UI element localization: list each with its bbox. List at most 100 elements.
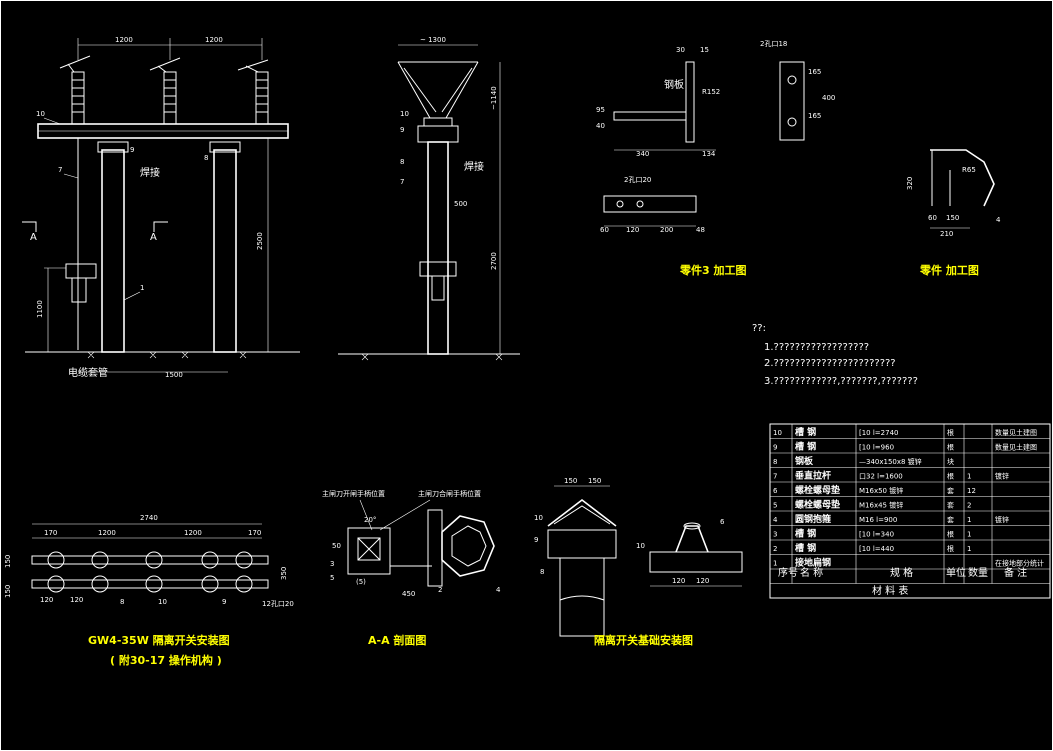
- aa-label-5: 5: [330, 574, 334, 582]
- material-cell-unit: 根: [947, 530, 954, 539]
- material-cell-name: 钢板: [795, 455, 814, 467]
- p3-steel-plate-label: 钢板: [664, 78, 684, 91]
- dim-1200-b: 1200: [205, 36, 223, 44]
- side-label-7: 7: [400, 178, 404, 186]
- mounting-bolt-circle: [201, 551, 219, 569]
- note-3: 3.????????????,???????,???????: [764, 376, 918, 387]
- material-cell-no: 1: [773, 560, 777, 568]
- section-mark-a-right: A: [150, 232, 157, 243]
- material-cell-unit: 套: [947, 515, 954, 524]
- weld-note-front: 焊接: [140, 166, 160, 179]
- dim-1300: ~ 1300: [420, 36, 446, 44]
- material-cell-unit: 套: [947, 501, 954, 510]
- mounting-bolt-circle: [201, 575, 219, 593]
- material-cell-qty: 1: [967, 545, 971, 553]
- dim-1500: 1500: [165, 371, 183, 379]
- hdr-remark: 备 注: [1004, 566, 1027, 579]
- materials-title: 材 料 表: [872, 584, 908, 597]
- ip-label-holes: 12孔口20: [262, 600, 294, 608]
- notes-block: ??: 1.?????????????????? 2.?????????????…: [752, 323, 918, 387]
- p3-dim-200: 200: [660, 226, 673, 234]
- side-view: ~ 1300 ~1140 2700 500 10 9 8 7 焊接: [338, 36, 520, 361]
- p3-dim-165a: 165: [808, 68, 821, 76]
- label-10: 10: [36, 110, 45, 118]
- dim-1100: 1100: [36, 300, 44, 318]
- bd-label-6: 6: [720, 518, 725, 526]
- p3-dim-15: 15: [700, 46, 709, 54]
- ip-dim-170b: 170: [248, 529, 261, 537]
- mounting-bolt-circle: [235, 551, 253, 569]
- material-cell-no: 3: [773, 531, 777, 539]
- base-detail: 150 150 10 9 8 10 6 120 120 隔离开关基础安装图: [534, 477, 743, 647]
- bd-label-8: 8: [540, 568, 544, 576]
- mounting-bolt-circle: [235, 575, 253, 593]
- p3-dim-60: 60: [600, 226, 609, 234]
- ip-dim-150b: 150: [4, 585, 12, 598]
- bd-label-10b: 10: [636, 542, 645, 550]
- bd-label-10: 10: [534, 514, 543, 522]
- mounting-bolt-circle: [47, 575, 65, 593]
- p3-dim-40: 40: [596, 122, 605, 130]
- p3-dim-165b: 165: [808, 112, 821, 120]
- material-cell-spec: [10 l=2740: [859, 429, 899, 437]
- material-cell-spec: 口32 l=1600: [859, 473, 903, 481]
- note-1: 1.??????????????????: [764, 342, 869, 353]
- material-cell-no: 5: [773, 502, 777, 510]
- dim-500: 500: [454, 200, 467, 208]
- hdr-no: 序号: [778, 566, 798, 579]
- section-mark-a-left: A: [30, 232, 37, 243]
- p4-dim-r65: R65: [962, 166, 976, 174]
- side-label-10: 10: [400, 110, 409, 118]
- material-cell-spec: [10 l=440: [859, 545, 894, 553]
- p3-dim-30: 30: [676, 46, 685, 54]
- material-cell-spec: [10 l=340: [859, 531, 894, 539]
- install-plan: 2740 170 1200 1200 170 150 150 350 120 1…: [4, 514, 294, 667]
- label-9: 9: [130, 146, 134, 154]
- front-view: 1200 1200 2500: [22, 36, 300, 379]
- base-detail-title: 隔离开关基础安装图: [594, 633, 693, 647]
- install-plan-subtitle: ( 附30-17 操作机构 ): [110, 653, 222, 667]
- part3-drawing: 340 134 30 15 95 40 R152 2孔口18 165 165 4…: [596, 40, 835, 277]
- material-cell-no: 4: [773, 516, 778, 524]
- weld-note-side: 焊接: [464, 160, 484, 173]
- material-cell-qty: 12: [967, 487, 976, 495]
- label-7: 7: [58, 166, 62, 174]
- material-cell-no: 2: [773, 545, 777, 553]
- ip-label-8: 8: [120, 598, 124, 606]
- part4-drawing: 320 150 60 210 R65 4 零件 加工图: [906, 149, 1001, 277]
- material-cell-name: 螺栓螺母垫: [795, 484, 840, 496]
- material-cell-unit: 根: [947, 472, 954, 481]
- material-cell-remark: 在接地部分统计: [995, 559, 1044, 568]
- p4-dim-210: 210: [940, 230, 953, 238]
- hdr-qty: 数量: [968, 566, 988, 579]
- ip-dim-170a: 170: [44, 529, 57, 537]
- material-cell-spec: [10 l=960: [859, 444, 894, 452]
- material-cell-no: 6: [773, 487, 778, 495]
- material-cell-qty: 1: [967, 531, 971, 539]
- material-cell-remark: 镀锌: [995, 472, 1009, 481]
- mounting-bolt-circle: [91, 575, 109, 593]
- p3-dim-134: 134: [702, 150, 716, 158]
- material-cell-remark: 数量见土建图: [995, 443, 1037, 452]
- material-cell-name: 槽 钢: [795, 426, 816, 438]
- side-label-9: 9: [400, 126, 404, 134]
- dim-1140: ~1140: [490, 86, 498, 110]
- part3-title: 零件3 加工图: [679, 263, 746, 277]
- p3-dim-120: 120: [626, 226, 639, 234]
- p4-dim-320: 320: [906, 177, 914, 190]
- insulators: [59, 55, 269, 125]
- p3-dim-400: 400: [822, 94, 835, 102]
- aa-dim-450: 450: [402, 590, 415, 598]
- aa-label-2: 2: [438, 586, 442, 594]
- mounting-bolt-circle: [91, 551, 109, 569]
- side-post: [427, 141, 449, 355]
- hdr-unit: 单位: [946, 566, 966, 579]
- hdr-spec: 规 格: [890, 566, 913, 579]
- material-cell-qty: 2: [967, 502, 971, 510]
- material-cell-qty: 1: [967, 473, 971, 481]
- p4-label-4: 4: [996, 216, 1001, 224]
- dim-2700: 2700: [490, 252, 498, 270]
- label-1: 1: [140, 284, 144, 292]
- p3-dim-r152: R152: [702, 88, 720, 96]
- dim-1200-a: 1200: [115, 36, 133, 44]
